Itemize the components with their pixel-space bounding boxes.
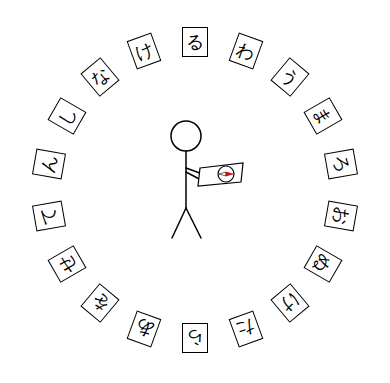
card-letter: せ — [55, 252, 80, 277]
letter-card: し — [47, 97, 86, 135]
letter-card: け — [127, 32, 162, 69]
letter-card: を — [80, 284, 119, 324]
figure-leg — [172, 208, 186, 238]
letter-card: あ — [127, 311, 162, 348]
letter-card: て — [32, 200, 66, 231]
card-letter: を — [87, 291, 112, 316]
card-letter: し — [55, 104, 80, 129]
card-letter: る — [186, 33, 204, 51]
letter-card: ん — [32, 149, 66, 180]
card-letter: お — [330, 205, 351, 226]
letter-card: ら — [182, 323, 208, 353]
card-letter: ぬ — [311, 252, 336, 277]
card-letter: ら — [186, 329, 204, 347]
letter-card: お — [324, 200, 358, 231]
card-letter: う — [277, 64, 302, 89]
card-letter: け — [133, 39, 156, 62]
letter-card: る — [182, 27, 208, 57]
letter-card: う — [271, 57, 310, 97]
card-letter: け — [277, 291, 302, 316]
card-letter: わ — [234, 39, 257, 62]
letter-card: け — [271, 284, 310, 324]
compass — [198, 163, 243, 186]
letter-card: わ — [228, 32, 263, 69]
figure-head — [171, 121, 201, 151]
card-letter: ろ — [330, 154, 351, 175]
figure-body — [185, 151, 187, 208]
letter-card: ぬ — [304, 245, 343, 283]
card-letter: て — [39, 205, 60, 226]
letter-card: た — [228, 311, 263, 348]
letter-card: せ — [47, 245, 86, 283]
letter-card: ま — [304, 97, 343, 135]
card-letter: ま — [311, 104, 336, 129]
figure-leg — [186, 208, 201, 238]
card-letter: な — [87, 64, 112, 89]
letter-card: ろ — [324, 149, 358, 180]
card-letter: ん — [39, 154, 60, 175]
letter-card: な — [80, 57, 119, 97]
card-letter: た — [234, 318, 257, 341]
card-letter: あ — [133, 318, 156, 341]
